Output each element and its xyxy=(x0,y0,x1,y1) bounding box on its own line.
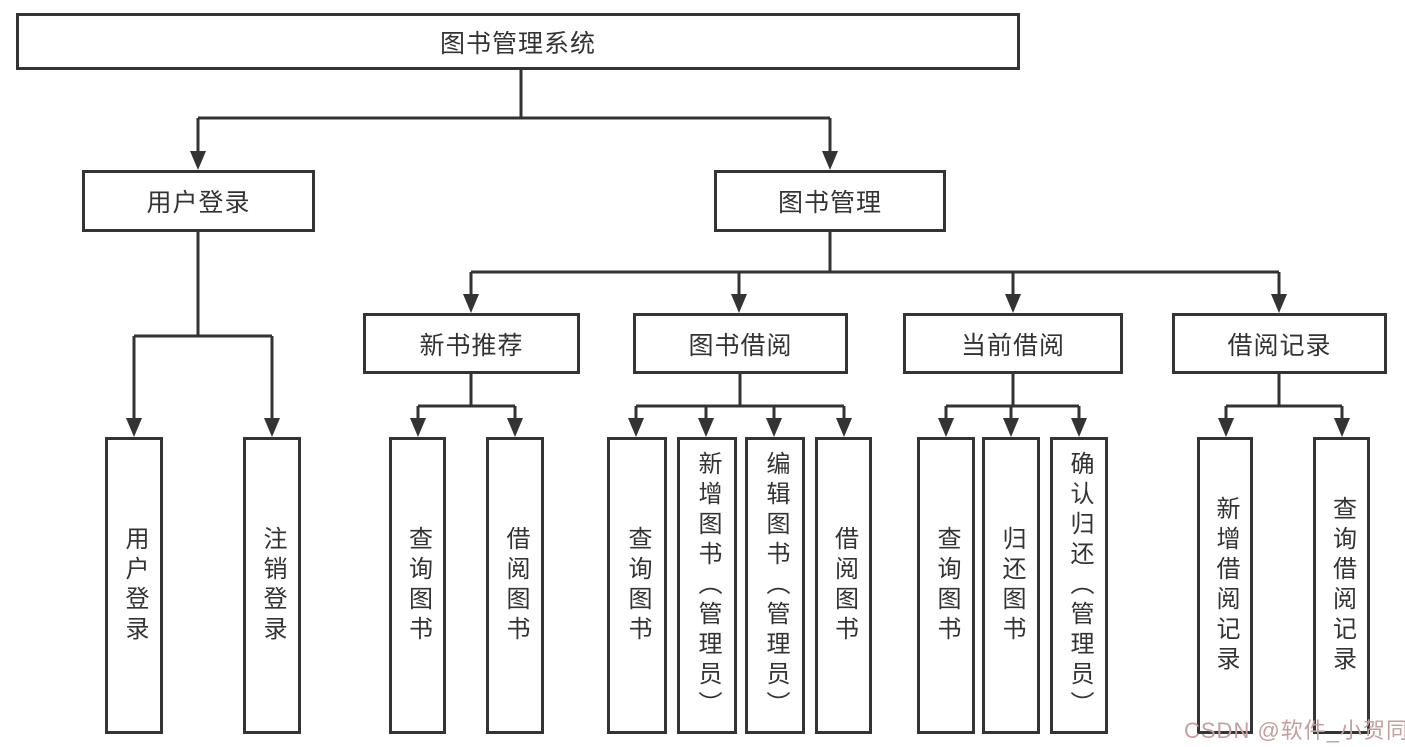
leaf-query-book-current: 查询图书 xyxy=(917,437,975,734)
node-user-login: 用户登录 xyxy=(82,170,315,232)
leaf-return-book: 归还图书 xyxy=(982,437,1040,734)
leaf-logout: 注销登录 xyxy=(243,437,301,734)
leaf-user-login: 用户登录 xyxy=(105,437,163,734)
node-book-borrowing: 图书借阅 xyxy=(633,313,848,374)
leaf-query-borrow-record: 查询借阅记录 xyxy=(1313,437,1370,734)
leaf-add-book-admin: 新增图书（管理员） xyxy=(677,437,737,734)
node-root-library-system: 图书管理系统 xyxy=(16,13,1020,70)
leaf-query-book-recommend: 查询图书 xyxy=(389,437,446,734)
leaf-add-borrow-record: 新增借阅记录 xyxy=(1197,437,1253,734)
node-new-book-recommend: 新书推荐 xyxy=(363,313,580,374)
node-borrow-records: 借阅记录 xyxy=(1172,313,1387,374)
arrowheads xyxy=(126,151,1350,437)
csdn-watermark: CSDN @软件_小贺同学 xyxy=(1184,718,1405,743)
node-book-management: 图书管理 xyxy=(714,170,946,232)
node-current-borrowing: 当前借阅 xyxy=(903,313,1123,374)
leaf-borrow-book-borrowing: 借阅图书 xyxy=(815,437,872,734)
leaf-confirm-return-admin: 确认归还（管理员） xyxy=(1050,437,1108,734)
leaf-borrow-book-recommend: 借阅图书 xyxy=(486,437,544,734)
leaf-query-book-borrowing: 查询图书 xyxy=(607,437,667,734)
leaf-edit-book-admin: 编辑图书（管理员） xyxy=(745,437,805,734)
